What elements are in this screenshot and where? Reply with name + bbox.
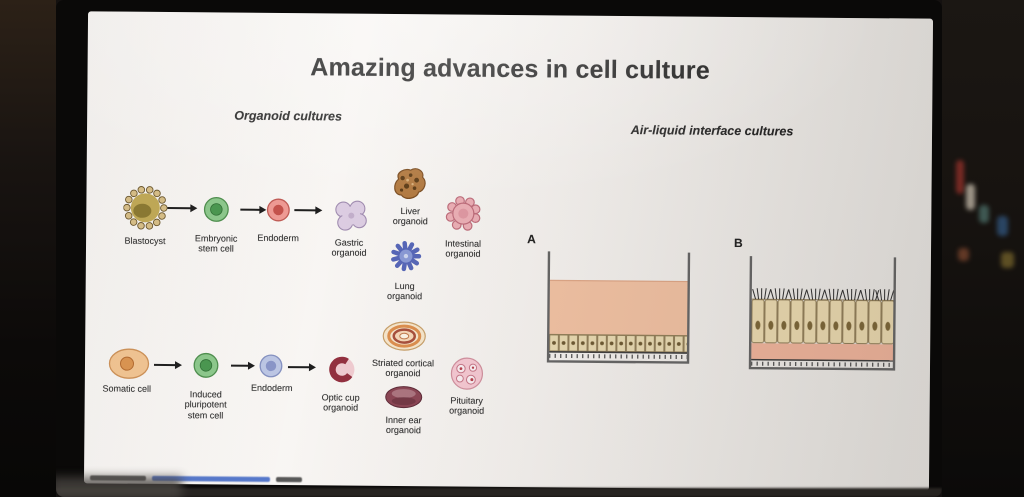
air-liquid-interface-dish-diagram xyxy=(747,255,898,372)
submerged-culture-dish-diagram xyxy=(545,250,692,365)
arrow-icon xyxy=(167,207,192,210)
background-clutter xyxy=(1001,252,1014,268)
endoderm-blue-icon xyxy=(259,354,283,378)
somatic-cell-label: Somatic cell xyxy=(102,383,152,394)
endoderm-label-row1: Endoderm xyxy=(257,232,299,244)
liver-organoid-label: Liver organoid xyxy=(392,206,428,227)
background-clutter xyxy=(956,160,964,194)
striated-cortical-organoid-icon xyxy=(381,320,427,352)
arrow-icon xyxy=(287,366,310,369)
arrow-icon xyxy=(294,209,317,212)
inner-ear-organoid-icon xyxy=(384,385,424,409)
embryonic-stem-cell-label: Embryonic stem cell xyxy=(194,233,238,254)
endoderm-label-row2: Endoderm xyxy=(250,382,293,394)
optic-cup-organoid-icon xyxy=(326,353,358,385)
monitor-bottom-bezel xyxy=(56,488,942,497)
presentation-slide: Amazing advances in cell culture Organoi… xyxy=(83,11,934,491)
ipsc-icon xyxy=(193,352,219,378)
embryonic-stem-cell-icon xyxy=(203,196,229,222)
gastric-organoid-icon xyxy=(332,198,368,232)
striated-cortical-organoid-label: Striated cortical organoid xyxy=(371,357,435,379)
lung-organoid-label: Lung organoid xyxy=(387,281,423,302)
pituitary-organoid-icon xyxy=(449,355,485,391)
dish-b-label: B xyxy=(734,235,743,251)
optic-cup-organoid-label: Optic cup organoid xyxy=(321,392,360,414)
background-clutter xyxy=(997,216,1008,236)
desk-reflection xyxy=(56,477,182,497)
arrow-icon xyxy=(153,363,177,367)
liver-organoid-icon xyxy=(389,166,427,202)
background-clutter xyxy=(966,184,975,210)
ipsc-label: Induced pluripotent stem cell xyxy=(184,389,227,421)
organoid-section-heading: Organoid cultures xyxy=(234,108,343,124)
blastocyst-label: Blastocyst xyxy=(124,235,166,247)
somatic-cell-icon xyxy=(108,348,150,380)
lung-organoid-icon xyxy=(385,235,427,277)
intestinal-organoid-label: Intestinal organoid xyxy=(445,238,482,260)
inner-ear-organoid-label: Inner ear organoid xyxy=(385,414,422,436)
intestinal-organoid-icon xyxy=(441,194,485,234)
pituitary-organoid-label: Pituitary organoid xyxy=(449,395,485,417)
arrow-icon xyxy=(240,208,261,211)
background-room-right xyxy=(942,0,1024,497)
ali-section-heading: Air-liquid interface cultures xyxy=(630,123,794,139)
background-clutter xyxy=(958,248,969,261)
gastric-organoid-label: Gastric organoid xyxy=(331,237,367,259)
endoderm-red-icon xyxy=(266,198,290,222)
blastocyst-icon xyxy=(123,186,168,230)
arrow-icon xyxy=(230,364,249,367)
monitor-bezel: Amazing advances in cell culture Organoi… xyxy=(56,0,942,497)
background-room-left xyxy=(0,0,56,497)
dish-a-label: A xyxy=(527,232,536,247)
slide-title: Amazing advances in cell culture xyxy=(310,53,710,85)
background-clutter xyxy=(979,205,989,223)
